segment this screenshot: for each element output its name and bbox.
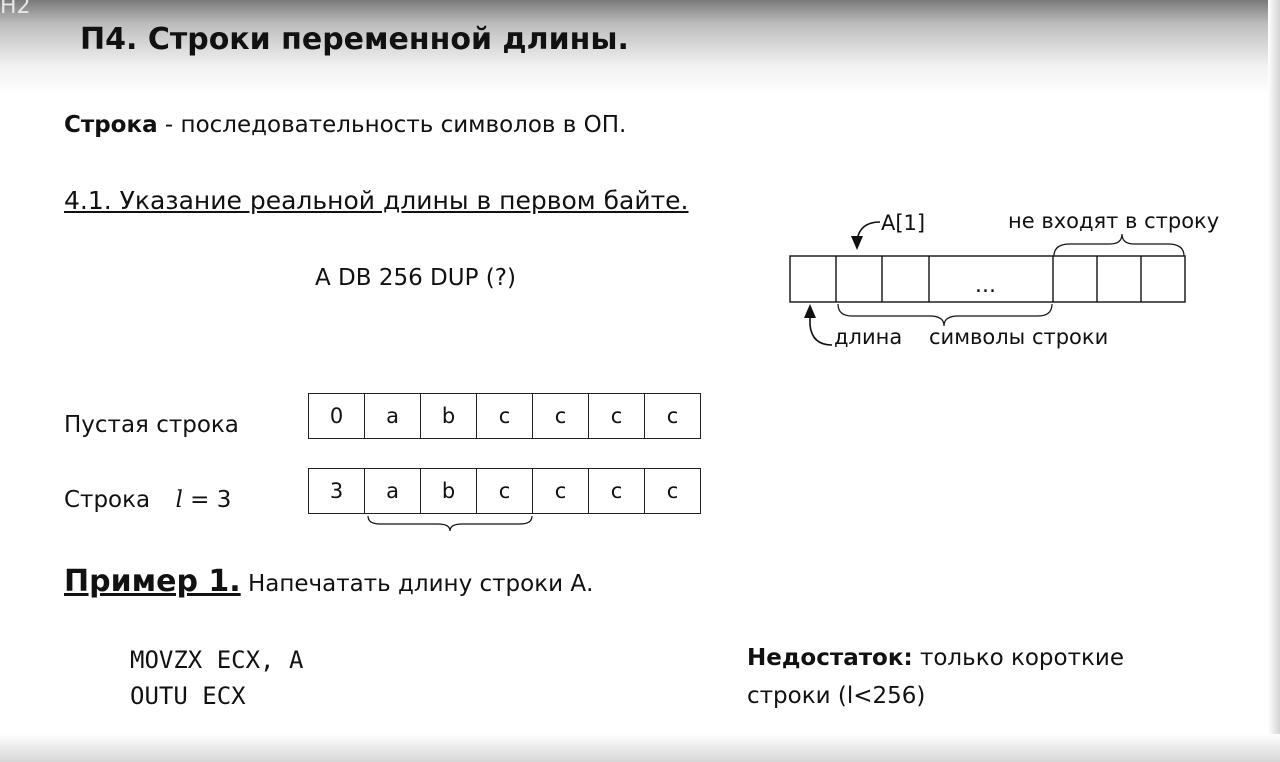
cell: a <box>364 393 421 439</box>
cell: c <box>476 468 533 514</box>
len-row-var: l <box>175 487 183 513</box>
cell: a <box>364 468 421 514</box>
section-heading: 4.1. Указание реальной длины в первом ба… <box>64 186 689 215</box>
a1-label: A[1] <box>881 211 925 235</box>
length-arrowhead <box>804 304 816 318</box>
a1-arrowhead <box>851 236 863 250</box>
cell: 3 <box>308 468 365 514</box>
empty-row-label: Пустая строка <box>64 412 239 438</box>
drawback-term: Недостаток: <box>747 645 913 671</box>
memory-diagram: A[1] не входят в строку ... длина символ… <box>789 209 1219 349</box>
not-included-brace <box>1053 233 1185 257</box>
cell: c <box>532 393 589 439</box>
len-row-label: Строка l = 3 <box>64 487 231 513</box>
drawback-line2: строки (l<256) <box>747 683 926 709</box>
code-line-1: MOVZX ECX, A <box>130 646 304 674</box>
cell: c <box>588 468 645 514</box>
example-text: Напечатать длину строки А. <box>240 571 594 597</box>
definition-term: Строка <box>64 112 158 138</box>
cell: c <box>644 393 701 439</box>
bottom-shadow <box>0 734 1280 762</box>
code-line-2: OUTU ECX <box>130 682 246 710</box>
drawback: Недостаток: только короткие <box>747 645 1124 671</box>
length-label: длина <box>834 325 902 349</box>
drawback-text: только короткие <box>912 645 1124 671</box>
empty-string-cells: 0 a b c c c c <box>308 393 701 439</box>
cell: c <box>644 468 701 514</box>
len3-string-cells: 3 a b c c c c <box>308 468 701 514</box>
memory-cells <box>789 255 1186 303</box>
cell: b <box>420 468 477 514</box>
not-included-label: не входят в строку <box>1008 209 1219 233</box>
declaration: A DB 256 DUP (?) <box>315 265 516 291</box>
len3-brace <box>367 515 533 532</box>
len-row-prefix: Строка <box>64 487 151 513</box>
cell: c <box>476 393 533 439</box>
cell: c <box>588 393 645 439</box>
right-shadow <box>1268 0 1280 762</box>
ellipsis: ... <box>975 273 996 298</box>
top-shadow <box>0 0 1280 95</box>
corner-label: H2 <box>0 0 31 19</box>
definition-text: - последовательность символов в ОП. <box>157 112 627 138</box>
example-heading: Пример 1. <box>64 564 241 599</box>
len-row-suffix: = 3 <box>182 487 232 513</box>
page-title: П4. Строки переменной длины. <box>80 22 629 57</box>
cell: 0 <box>308 393 365 439</box>
example: Пример 1. Напечатать длину строки А. <box>64 564 593 599</box>
cell: b <box>420 393 477 439</box>
chars-brace <box>837 303 1053 327</box>
a1-arrow <box>856 221 881 246</box>
length-arrow <box>809 318 833 346</box>
cell: c <box>532 468 589 514</box>
chars-label: символы строки <box>929 325 1108 349</box>
definition: Строка - последовательность символов в О… <box>64 112 626 138</box>
